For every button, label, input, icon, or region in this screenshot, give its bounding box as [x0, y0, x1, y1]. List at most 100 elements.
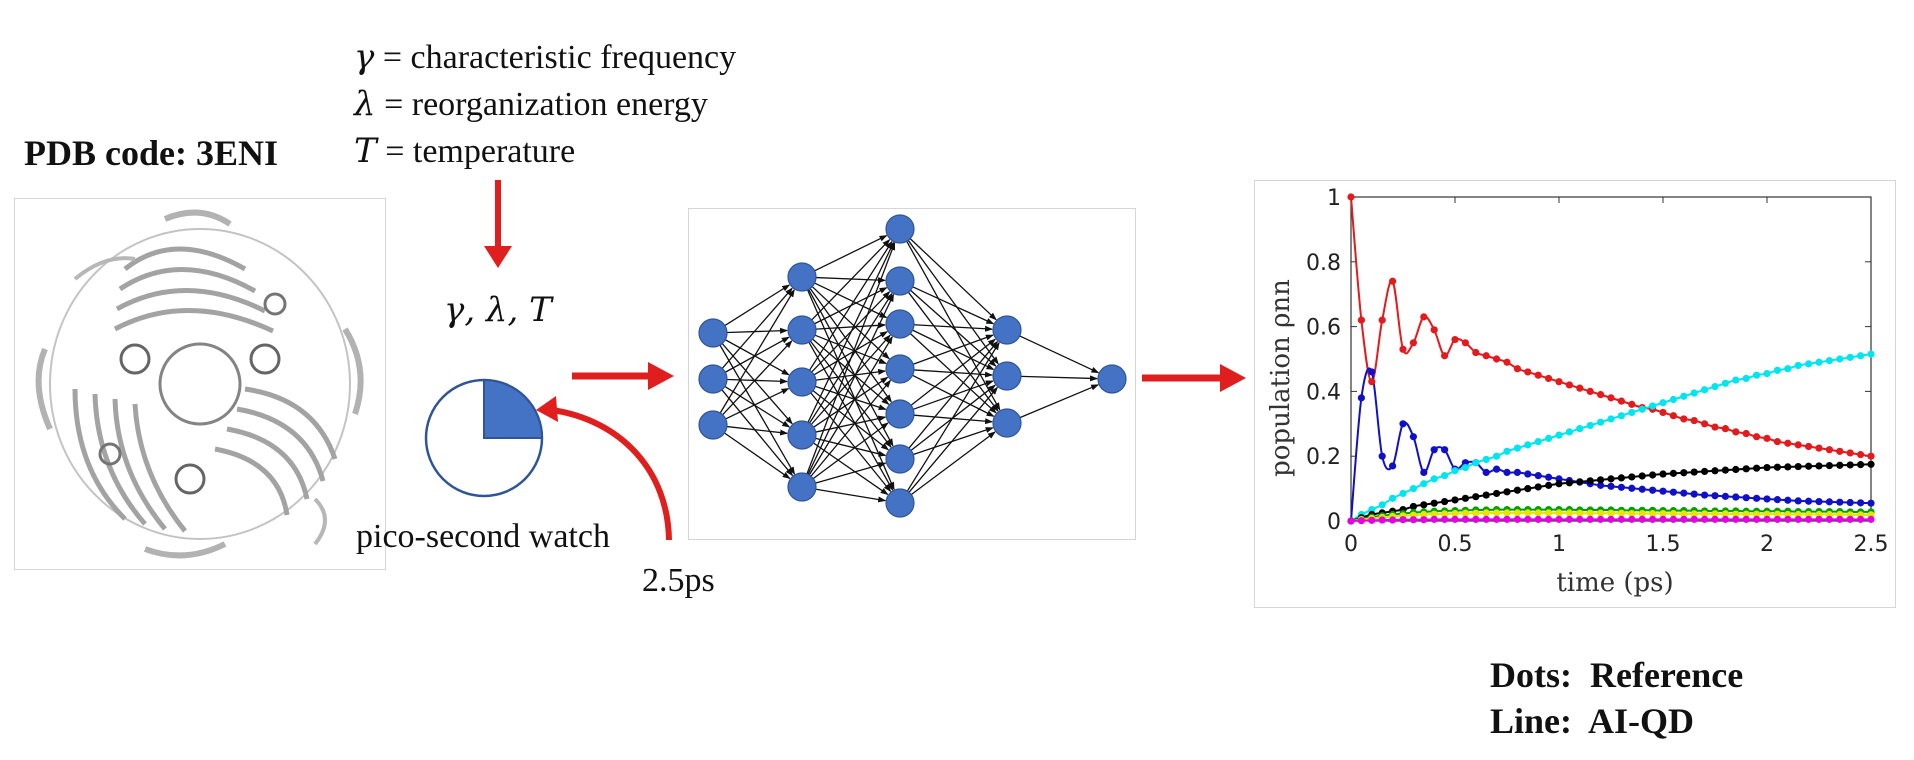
series-dot-site-1-34: [1701, 420, 1709, 428]
series-dot-site-7-18: [1534, 515, 1542, 523]
series-dot-site-4-44: [1805, 462, 1813, 470]
series-dot-site-3-49: [1857, 352, 1865, 360]
series-dot-site-4-19: [1545, 481, 1553, 489]
series-dot-site-7-21: [1565, 515, 1573, 523]
temperature-definition-text: temperature: [412, 133, 576, 170]
series-dot-site-2-46: [1825, 498, 1833, 506]
nn-connection-0-0-2: [724, 339, 790, 376]
y-tick-label: 0.6: [1306, 316, 1341, 341]
series-dot-site-1-44: [1805, 442, 1813, 451]
nn-connection-0-1-2: [726, 378, 789, 385]
nn-connection-1-3-3: [813, 376, 889, 428]
nn-node-layer1-0: [787, 262, 817, 292]
series-dot-site-2-17: [1524, 470, 1532, 478]
series-dot-site-2-50: [1867, 499, 1875, 507]
series-dot-site-6-25: [1607, 509, 1615, 517]
series-dot-site-7-14: [1493, 515, 1501, 523]
series-dot-site-1-2: [1368, 378, 1376, 386]
protein-structure-panel: [14, 198, 386, 570]
series-dot-site-2-1: [1357, 394, 1365, 402]
nn-connection-1-3-5: [815, 437, 887, 457]
series-dot-site-4-21: [1565, 479, 1573, 487]
series-dot-site-3-22: [1576, 425, 1584, 433]
series-dot-site-2-39: [1753, 494, 1761, 502]
nn-connection-1-1-2: [815, 322, 887, 330]
series-dot-site-1-23: [1586, 387, 1594, 395]
series-dot-site-4-37: [1732, 465, 1740, 474]
nn-connection-2-1-2: [907, 291, 999, 412]
nn-connection-1-4-3: [810, 379, 892, 477]
nn-connection-1-3-6: [813, 442, 889, 496]
nn-connection-1-4-4: [812, 422, 889, 480]
nn-node-layer1-2: [787, 367, 817, 397]
series-dot-site-1-20: [1555, 378, 1563, 386]
series-dot-site-6-7: [1420, 510, 1428, 519]
series-dot-site-4-29: [1649, 471, 1657, 479]
series-dot-site-4-40: [1763, 463, 1771, 472]
series-dot-site-3-12: [1472, 459, 1480, 467]
series-dot-site-1-9: [1441, 352, 1449, 360]
nn-connection-1-4-6: [815, 488, 887, 503]
series-dot-site-4-47: [1836, 461, 1844, 469]
series-dot-site-6-21: [1565, 509, 1573, 517]
series-dot-site-1-27: [1628, 400, 1636, 408]
series-dot-site-7-19: [1545, 515, 1553, 523]
nn-node-layer1-4: [787, 472, 817, 502]
nn-node-layer3-1: [992, 361, 1022, 391]
series-dot-site-7-15: [1503, 515, 1511, 523]
nn-connection-2-5-0: [908, 340, 999, 449]
nn-node-layer3-2: [992, 408, 1022, 438]
series-dot-site-3-32: [1680, 392, 1688, 400]
series-dot-site-3-40: [1763, 369, 1771, 378]
series-dot-site-3-16: [1513, 444, 1521, 452]
nn-node-layer1-1: [787, 315, 817, 345]
neural-network-diagram: [698, 214, 1127, 518]
nn-connection-1-4-1: [807, 293, 895, 475]
nn-connection-1-2-0: [809, 240, 893, 371]
series-dot-site-2-28: [1638, 485, 1646, 493]
series-dot-site-1-12: [1472, 348, 1480, 357]
nn-connection-0-0-3: [721, 343, 793, 425]
series-dot-site-4-43: [1794, 462, 1802, 471]
series-dot-site-1-49: [1857, 450, 1865, 459]
series-dot-site-1-19: [1545, 374, 1553, 383]
series-dot-site-7-44: [1805, 515, 1813, 523]
x-tick-label: 2.5: [1854, 532, 1889, 557]
series-dot-site-7-30: [1659, 515, 1667, 523]
series-dot-site-7-50: [1867, 515, 1875, 523]
series-dot-site-2-47: [1836, 498, 1844, 506]
series-dot-site-4-33: [1690, 468, 1698, 476]
series-dot-site-1-21: [1565, 381, 1573, 389]
series-dot-site-1-24: [1597, 391, 1605, 399]
temperature-symbol: T: [354, 131, 377, 171]
series-dot-site-6-24: [1597, 509, 1605, 517]
series-dot-site-4-48: [1846, 461, 1854, 469]
series-dot-site-3-39: [1753, 371, 1761, 379]
series-dot-site-6-29: [1649, 509, 1657, 518]
series-dot-site-2-7: [1420, 468, 1428, 476]
series-dot-site-6-27: [1628, 509, 1636, 518]
series-dot-site-2-45: [1815, 497, 1823, 506]
nn-connection-0-0-4: [719, 344, 796, 475]
equals-sign: =: [375, 86, 412, 123]
series-dot-site-4-41: [1773, 463, 1781, 471]
nn-connection-0-2-2: [725, 387, 790, 420]
series-dot-site-3-8: [1430, 475, 1438, 483]
series-dot-site-1-14: [1493, 355, 1501, 363]
series-dot-site-1-16: [1513, 365, 1521, 373]
nn-connection-2-3-0: [912, 334, 994, 365]
x-tick-label: 0.5: [1438, 532, 1473, 557]
series-dot-site-1-43: [1794, 441, 1802, 449]
series-dot-site-1-7: [1420, 313, 1428, 321]
nn-connection-3-2-0: [1019, 384, 1100, 419]
nn-connection-1-1-3: [814, 334, 887, 365]
series-dot-site-7-27: [1628, 515, 1636, 523]
series-dot-site-4-30: [1659, 470, 1667, 478]
series-dot-site-1-15: [1503, 358, 1511, 366]
series-dot-site-4-22: [1576, 478, 1584, 486]
series-dot-site-6-38: [1742, 510, 1750, 518]
series-dot-site-6-37: [1732, 510, 1740, 518]
series-dot-site-6-33: [1690, 510, 1698, 518]
series-dot-site-2-27: [1628, 484, 1636, 492]
series-dot-site-1-50: [1867, 452, 1875, 460]
